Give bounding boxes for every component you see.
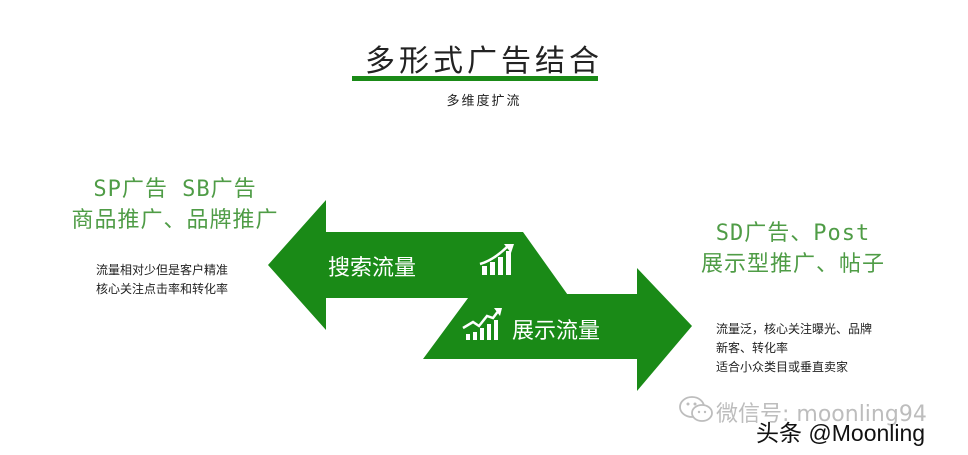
growth-chart-icon bbox=[479, 244, 514, 275]
search-traffic-label: 搜索流量 bbox=[328, 256, 417, 281]
left-description-line-1: 流量相对少但是客户精准 bbox=[96, 263, 229, 277]
left-description: 流量相对少但是客户精准 核心关注点击率和转化率 bbox=[96, 261, 296, 299]
trend-chart-icon bbox=[462, 308, 502, 340]
title-underline bbox=[352, 76, 598, 81]
wechat-watermark: 微信号: moonling94 bbox=[716, 402, 927, 427]
right-description-line-1: 流量泛，核心关注曝光、品牌 bbox=[716, 322, 873, 336]
left-heading: SP广告 SB广告 商品推广、品牌推广 bbox=[40, 174, 310, 236]
right-description: 流量泛，核心关注曝光、品牌 新客、转化率 适合小众类目或垂直卖家 bbox=[716, 320, 936, 377]
page-subtitle: 多维度扩流 bbox=[446, 94, 522, 109]
right-heading-line-2: 展示型推广、帖子 bbox=[700, 252, 885, 277]
left-heading-line-2: 商品推广、品牌推广 bbox=[71, 208, 279, 233]
right-heading-line-1: SD广告、Post bbox=[715, 221, 871, 246]
wechat-icon bbox=[679, 396, 713, 422]
left-heading-line-1: SP广告 SB广告 bbox=[93, 177, 257, 202]
left-description-line-2: 核心关注点击率和转化率 bbox=[96, 282, 229, 296]
page-title: 多形式广告结合 bbox=[365, 44, 603, 79]
display-traffic-label: 展示流量 bbox=[512, 319, 601, 344]
right-description-line-3: 适合小众类目或垂直卖家 bbox=[716, 360, 849, 374]
right-heading: SD广告、Post 展示型推广、帖子 bbox=[668, 218, 918, 280]
right-description-line-2: 新客、转化率 bbox=[716, 341, 789, 355]
source-watermark: 头条 @Moonling bbox=[756, 420, 926, 446]
display-traffic-arrow bbox=[423, 268, 692, 391]
